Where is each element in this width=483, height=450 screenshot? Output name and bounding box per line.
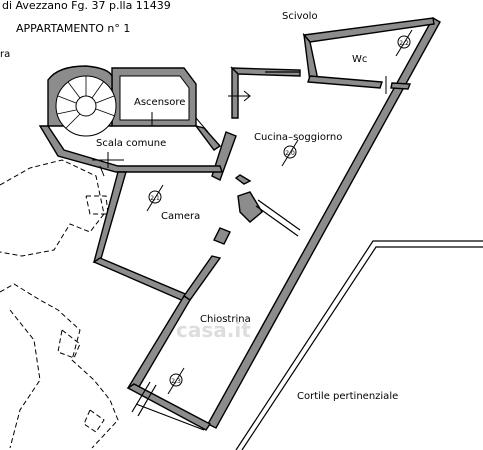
neighbour-outline-left [0,159,119,449]
walls [38,17,441,431]
door-marker-ascensore [151,76,387,133]
height-tag-wc-value: 2,2 [399,40,409,47]
label-cucina-soggiorno: Cucina–soggiorno [254,132,342,143]
height-tag-camera: 2,1 [146,184,164,212]
door-marker-stair [92,152,124,177]
courtyard-outline [235,240,483,450]
height-tag-cucina-value: 2,0 [285,150,295,157]
cadastral-reference: di Avezzano Fg. 37 p.lla 11439 [2,0,171,12]
label-chiostrina: Chiostrina [200,314,251,325]
label-cortile-pertinenziale: Cortile pertinenziale [297,391,398,402]
height-tag-camera-value: 2,1 [150,195,160,202]
entrance-arrow [228,90,251,102]
label-scala-comune: Scala comune [96,138,166,149]
label-wc: Wc [352,54,367,65]
edge-fragment-label: ra [0,49,10,60]
height-tag-chiostrina: 2,3 [167,367,185,395]
windows [131,199,301,431]
label-scivolo: Scivolo [282,11,318,22]
label-camera: Camera [161,211,200,222]
height-tag-chiostrina-value: 2,3 [171,378,181,385]
unit-title: APPARTAMENTO n° 1 [16,22,130,35]
height-tag-cucina: 2,0 [281,139,299,167]
height-tag-wc: 2,2 [395,29,413,57]
label-ascensore: Ascensore [134,97,185,108]
watermark-logo: casa.it [176,318,251,342]
